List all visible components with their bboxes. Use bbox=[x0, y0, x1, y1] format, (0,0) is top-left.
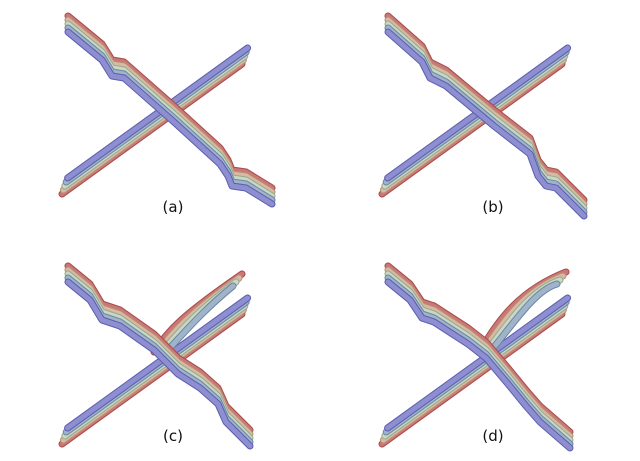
panel-caption-c: (c) bbox=[163, 427, 183, 445]
panel-b: (b) bbox=[370, 10, 610, 220]
rising-strand-5 bbox=[385, 295, 571, 431]
falling-strand-5 bbox=[65, 279, 253, 449]
strand-bundle-diagram-c bbox=[58, 262, 254, 450]
falling-strand-5 bbox=[385, 29, 587, 219]
panel-d: (d) bbox=[370, 260, 610, 460]
panel-caption-a: (a) bbox=[162, 198, 184, 216]
rising-strand-5 bbox=[65, 295, 251, 431]
panel-a: (a) bbox=[50, 10, 290, 216]
rising-strand-5 bbox=[65, 45, 251, 181]
panel-caption-d: (d) bbox=[482, 427, 504, 445]
falling-strand-5 bbox=[65, 29, 275, 207]
swapping-strand-4 bbox=[487, 281, 560, 355]
strand-bundle-diagram-a bbox=[58, 12, 276, 208]
falling-strand-5 bbox=[385, 279, 573, 451]
panel-caption-b: (b) bbox=[482, 198, 504, 216]
strand-bundle-diagram-b bbox=[378, 12, 588, 220]
panel-c: (c) bbox=[50, 260, 290, 460]
strand-bundle-diagram-d bbox=[378, 262, 574, 452]
